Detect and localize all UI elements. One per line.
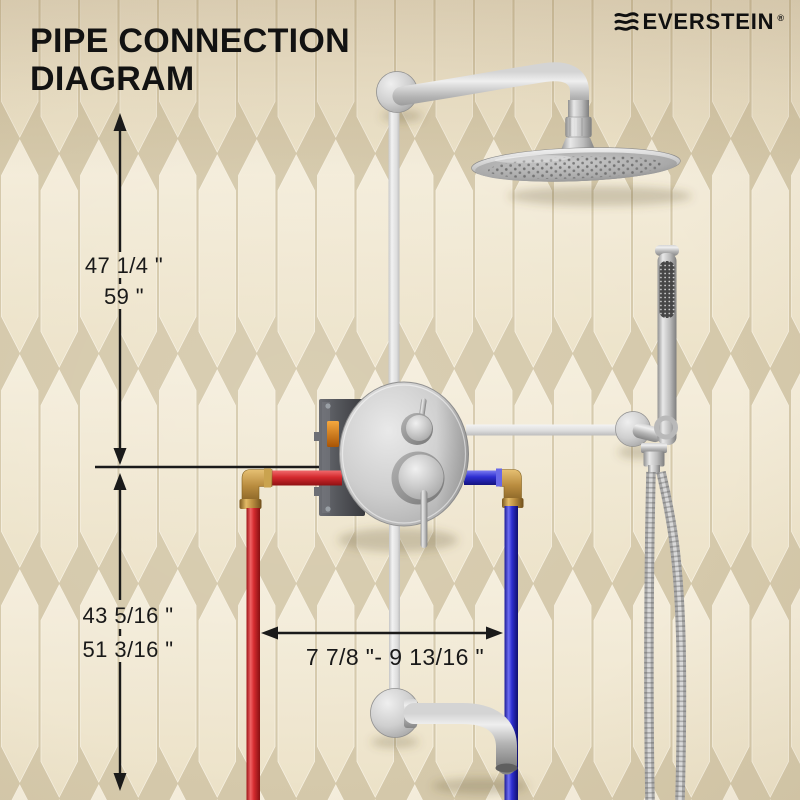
brand-name: EVERSTEIN bbox=[642, 9, 775, 34]
mixer-valve bbox=[339, 381, 469, 548]
shower-hose bbox=[644, 470, 687, 800]
brand-logo: EVERSTEIN ® bbox=[614, 9, 784, 35]
dimension-label-lower-secondary: 51 3/16 " bbox=[82, 637, 174, 662]
tub-spout bbox=[370, 688, 518, 775]
dimension-overlay bbox=[113, 113, 503, 791]
hose-connector bbox=[641, 443, 667, 474]
page-title-line1: PIPE CONNECTION bbox=[30, 22, 350, 60]
hand-shower-supply-pipe bbox=[466, 424, 620, 436]
diverter-knob bbox=[401, 398, 433, 445]
dimension-label-upper-secondary: 59 " bbox=[104, 284, 144, 309]
page-title: PIPE CONNECTION DIAGRAM bbox=[30, 22, 350, 98]
spout-supply-pipe bbox=[389, 524, 400, 708]
page-title-line2: DIAGRAM bbox=[30, 60, 195, 99]
registered-mark: ® bbox=[777, 12, 784, 23]
dimension-label-upper-primary: 47 1/4 " bbox=[84, 253, 164, 278]
connection-pipes bbox=[388, 106, 620, 708]
valve-sight-window bbox=[327, 421, 339, 447]
temperature-handle bbox=[391, 451, 445, 548]
nozzle-dots bbox=[488, 156, 664, 179]
wave-logo-icon bbox=[615, 12, 639, 31]
hand-shower-wand bbox=[655, 245, 679, 445]
handle-rod bbox=[420, 490, 428, 548]
dimension-label-horizontal-range: 7 7/8 "- 9 13/16 " bbox=[305, 644, 485, 670]
dimension-label-lower-primary: 43 5/16 " bbox=[82, 603, 174, 628]
dimension-arrowheads bbox=[113, 113, 503, 791]
hand-shower bbox=[615, 245, 687, 800]
spray-face-dots bbox=[659, 261, 675, 318]
shower-head-supply-pipe bbox=[388, 106, 400, 398]
rain-shower-head bbox=[471, 147, 681, 182]
spout-outlet bbox=[495, 763, 518, 773]
wand-clip-ring bbox=[654, 415, 678, 440]
hot-water-pipe bbox=[239, 468, 342, 800]
shower-arm bbox=[376, 62, 596, 151]
